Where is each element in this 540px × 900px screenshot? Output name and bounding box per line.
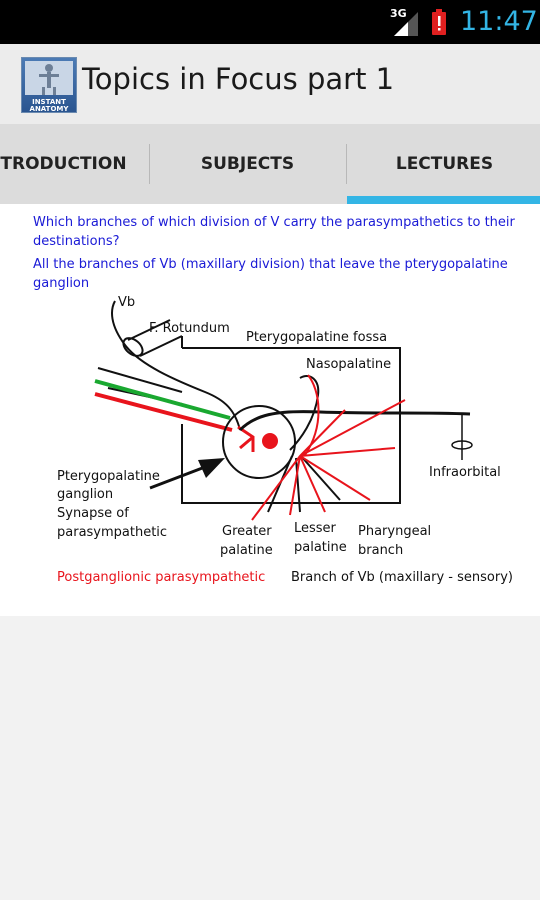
label-greater-2: palatine [220,543,273,558]
label-vb: Vb [118,295,135,310]
tab-selected-indicator [347,196,540,204]
foramen-rotundum-canal [127,319,183,357]
infraorbital-nerve [238,410,471,432]
vb-nerve [111,300,241,431]
answer-text: All the branches of Vb (maxillary divisi… [33,257,508,291]
svg-text:ANATOMY: ANATOMY [30,105,70,112]
tab-divider [346,144,347,184]
postganglionic-input-fiber [94,392,233,432]
label-infraorbital: Infraorbital [429,465,501,480]
pterygopalatine-ganglion [222,405,296,479]
tab-divider [149,144,150,184]
signal-icon [394,12,418,36]
app-title: Topics in Focus part 1 [82,62,395,96]
label-lesser-2: palatine [294,540,347,555]
label-f-rotundum: F. Rotundum [149,321,230,336]
label-lesser-1: Lesser [294,521,337,536]
lecture-content: Which branches of which division of V ca… [0,204,540,616]
label-greater-1: Greater [222,524,272,539]
pterygopalatine-diagram: Vb F. Rotundum Pterygopalatine fossa Nas… [57,295,513,585]
tab-bar: TRODUCTION SUBJECTS LECTURES [0,124,540,204]
preganglionic-fiber [94,379,231,420]
label-fossa: Pterygopalatine fossa [246,330,387,345]
legend-parasympathetic: Postganglionic parasympathetic [57,570,265,585]
skeleton-icon: INSTANT ANATOMY [25,61,73,113]
label-ganglion-1: Pterygopalatine [57,469,160,484]
synapse-dot [262,433,278,449]
svg-text:INSTANT: INSTANT [32,98,66,106]
label-pharyngeal-2: branch [358,543,403,558]
tab-introduction[interactable]: TRODUCTION [0,154,127,174]
battery-alert-icon [432,9,446,35]
ganglion-arrow [149,465,206,490]
tab-subjects[interactable]: SUBJECTS [200,154,295,174]
parasympathetic-branches [251,399,406,521]
foramen-rotundum [122,337,144,357]
status-bar: 3G 11:47 [0,0,540,44]
legend-sensory: Branch of Vb (maxillary - sensory) [291,570,513,585]
label-synapse-2: parasympathetic [57,525,167,540]
status-clock: 11:47 [460,6,538,37]
synapse-fiber [237,425,255,452]
label-ganglion-2: ganglion [57,487,113,502]
arrow-head [198,458,225,478]
action-bar [0,44,540,124]
tab-lectures[interactable]: LECTURES [395,154,494,174]
app-icon[interactable]: INSTANT ANATOMY [21,57,77,113]
label-nasopalatine: Nasopalatine [306,357,391,372]
label-synapse-1: Synapse of [57,506,129,521]
question-text: Which branches of which division of V ca… [33,215,515,249]
label-pharyngeal-1: Pharyngeal [358,524,431,539]
network-type: 3G [390,7,407,20]
